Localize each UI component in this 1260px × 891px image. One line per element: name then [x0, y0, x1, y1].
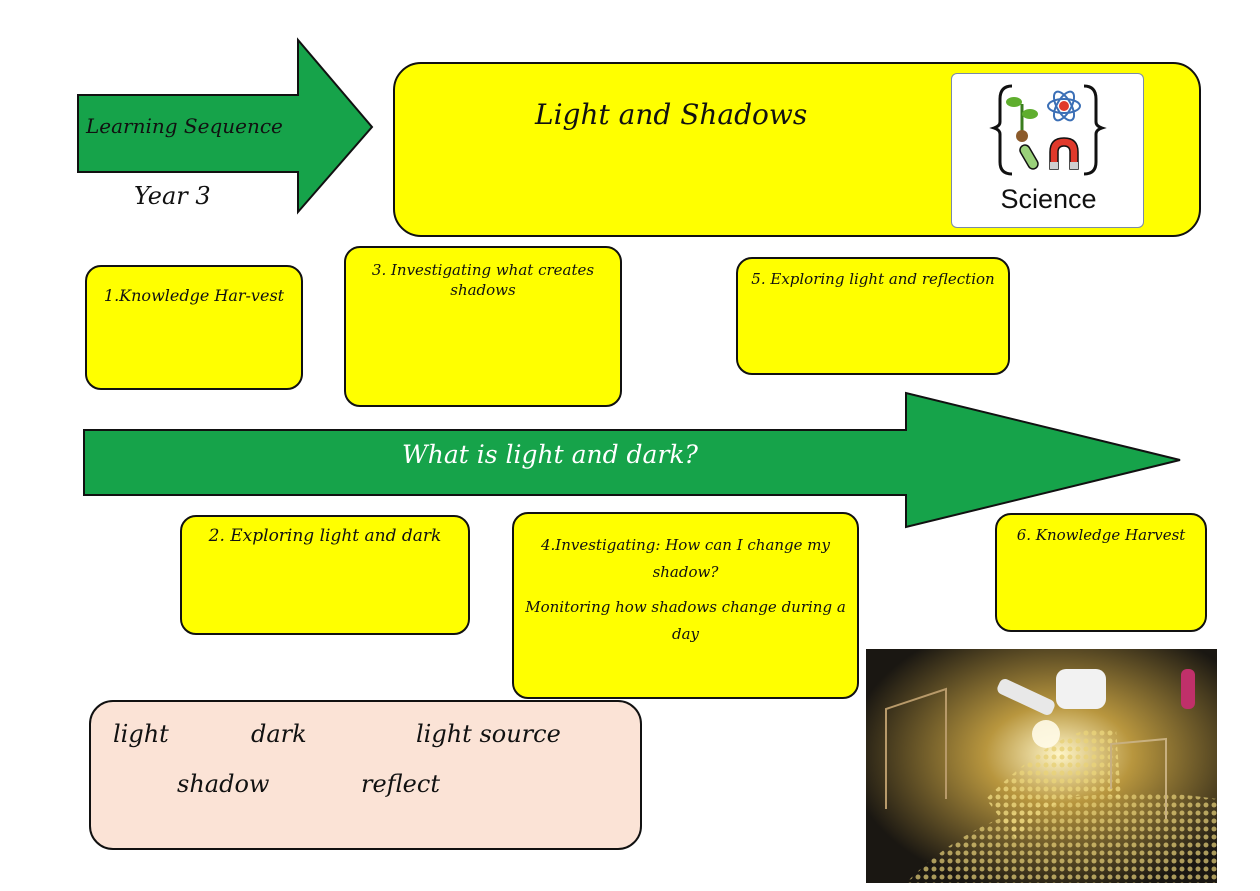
lesson-5-box: 5. Exploring light and reflection [736, 257, 1010, 375]
vocab-word: dark [251, 720, 307, 748]
lesson-4-label: 4.Investigating: How can I change my sha… [540, 536, 831, 581]
big-arrow-label: What is light and dark? [402, 440, 698, 469]
vocab-word: light source [416, 720, 561, 748]
lesson-6-label: 6. Knowledge Harvest [1016, 526, 1186, 544]
vocab-word: shadow [177, 770, 270, 798]
lesson-2-box: 2. Exploring light and dark [180, 515, 470, 635]
photo-illustration [866, 649, 1217, 883]
lesson-1-label: 1.Knowledge Har-vest [103, 286, 285, 305]
year-label: Year 3 [134, 182, 211, 210]
vocab-word: light [113, 720, 169, 748]
learning-sequence-label: Learning Sequence [86, 114, 283, 138]
science-logo: Science [951, 73, 1144, 228]
title-box: Light and Shadows Science [393, 62, 1201, 237]
vocabulary-box: light dark light source shadow reflect [89, 700, 642, 850]
light-photo [866, 649, 1217, 883]
lesson-1-box: 1.Knowledge Har-vest [85, 265, 303, 390]
lesson-6-box: 6. Knowledge Harvest [995, 513, 1207, 632]
lesson-3-label: 3. Investigating what creates shadows [371, 261, 595, 300]
vocab-word: reflect [361, 770, 440, 798]
science-logo-label: Science [1000, 184, 1097, 214]
lesson-4-box: 4.Investigating: How can I change my sha… [512, 512, 859, 699]
lesson-4-sublabel: Monitoring how shadows change during a d… [525, 598, 846, 643]
lesson-2-label: 2. Exploring light and dark [208, 526, 442, 546]
page-title: Light and Shadows [535, 98, 808, 131]
lesson-5-label: 5. Exploring light and reflection [751, 270, 995, 288]
big-arrow-shape [83, 391, 1181, 529]
science-icon [989, 84, 1107, 176]
lesson-3-box: 3. Investigating what creates shadows [344, 246, 622, 407]
